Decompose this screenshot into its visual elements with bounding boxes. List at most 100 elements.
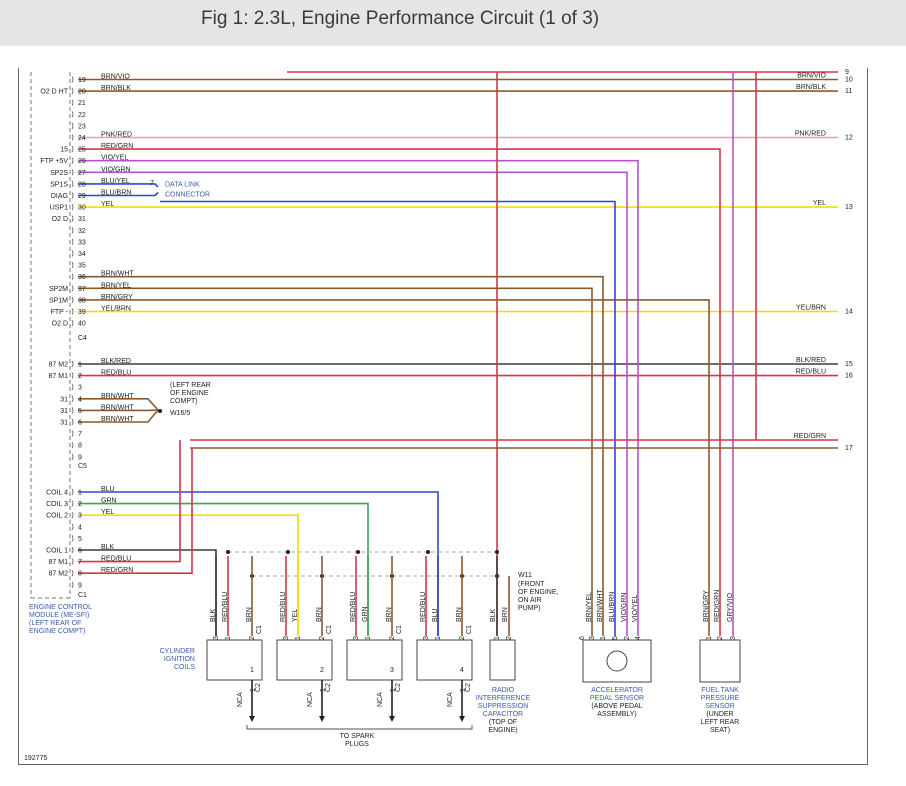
coil-label: IGNITION	[164, 656, 195, 663]
coil-pin: 3	[423, 636, 430, 640]
pin-number: 39	[78, 309, 86, 316]
splice-dot	[286, 550, 290, 554]
pin-number: 6	[78, 420, 82, 427]
coil-pin: 2	[319, 636, 326, 640]
pedal-pin: 5	[612, 636, 619, 640]
edge-ref-number: 15	[845, 361, 853, 368]
wire-blu-pedal	[160, 200, 616, 636]
pin-mark	[71, 169, 74, 176]
pin-number: 38	[78, 297, 86, 304]
edge-wire-code: BRN/VIO	[797, 73, 826, 80]
wire-code: RED/GRN	[101, 143, 133, 150]
pin-mark	[71, 192, 74, 199]
ftp-wire-code: RED/GRN	[714, 590, 721, 622]
pin-mark	[71, 511, 74, 519]
pin-mark	[71, 372, 74, 379]
pin-mark	[71, 395, 74, 403]
spark-arrow	[459, 716, 465, 722]
pin-mark	[71, 285, 74, 292]
ecm-pin-label: SP1S	[50, 181, 68, 188]
wire-code: YEL	[101, 509, 114, 516]
coil-pin: 2	[459, 636, 466, 640]
pin-mark	[71, 535, 74, 542]
pin-mark	[71, 227, 74, 234]
pin-number: 32	[78, 228, 86, 235]
pin-mark	[71, 500, 74, 507]
page-title: Fig 1: 2.3L, Engine Performance Circuit …	[201, 8, 600, 29]
coil-wire-code: RED/BLU	[280, 592, 287, 622]
ftp-wire-code: BRN/GRY	[703, 590, 710, 622]
wire-red-grn	[78, 148, 721, 636]
pedal-location: ASSEMBLY)	[597, 711, 637, 718]
wire-code: BRN/WHT	[101, 271, 134, 278]
coil-wire-code: BRN	[386, 607, 393, 622]
wire-brn-yel	[78, 287, 593, 636]
coil-c2: C2	[465, 683, 472, 692]
ftp-pin: 2	[717, 636, 724, 640]
pin-number: 40	[78, 321, 86, 328]
pedal-pin: 6	[579, 636, 586, 640]
ecm-pin-label: SP2M	[49, 286, 68, 293]
pin-mark	[71, 261, 74, 269]
wire-code: RED/BLU	[101, 370, 131, 377]
coil-body	[206, 639, 263, 681]
ecm-pin-label: 87 M1	[49, 373, 69, 380]
wire-code: VIO/YEL	[101, 155, 128, 162]
pin-mark	[71, 215, 74, 222]
coil-c1: C1	[466, 625, 473, 634]
wire-code: BLU	[101, 486, 115, 493]
edge-ref-number: 14	[845, 309, 853, 316]
w11-location: ON AIR	[518, 597, 542, 604]
wire-brn-wht	[78, 275, 604, 636]
wire-code: BRN/WHT	[101, 393, 134, 400]
cap-wire-code: BLK	[490, 608, 497, 622]
coil-wire-code: BLK	[210, 608, 217, 622]
wire-87m1	[78, 440, 181, 563]
pin-mark	[71, 134, 74, 141]
pin-number: 7	[78, 431, 82, 438]
capacitor-location: (TOP OF	[489, 719, 517, 726]
coil-c2: C2	[395, 683, 402, 692]
coil-c2: C2	[325, 683, 332, 692]
ftp-label: PRESSURE	[701, 695, 740, 702]
pin-number: 33	[78, 239, 86, 246]
wire-code: RED/GRN	[101, 567, 133, 574]
pin-mark	[71, 157, 74, 164]
pin-number: 9	[78, 582, 82, 589]
pedal-gauge	[606, 650, 628, 672]
pin-number: 5	[78, 536, 82, 543]
ground-location: (LEFT REAR	[170, 382, 211, 389]
pin-number: 4	[78, 524, 82, 531]
coil-pin: 3	[283, 636, 290, 640]
nca-pin: 1	[390, 688, 397, 692]
dlc-label: DATA LINK	[165, 181, 200, 188]
edge-ref-number: 16	[845, 373, 853, 380]
coil-body	[346, 639, 403, 681]
ecm-pin-label: FTP +5V	[40, 158, 68, 165]
coil-pin: 2	[249, 636, 256, 640]
coil-pin: 1	[295, 636, 302, 640]
edge-ref-number: 13	[845, 204, 853, 211]
ftp-label: FUEL TANK	[701, 687, 739, 694]
pin-mark	[71, 453, 74, 461]
pin-mark	[71, 111, 74, 118]
coil-label: COILS	[174, 664, 195, 671]
pin-mark	[71, 180, 74, 188]
pin-mark	[71, 238, 74, 246]
wire-87m2	[78, 448, 193, 575]
coil-wire-code: GRN	[362, 606, 369, 622]
edge-wire-code: YEL	[813, 200, 826, 207]
wire-code: BRN/GRY	[101, 294, 133, 301]
ecm-pin-label: O2 D	[52, 216, 68, 223]
spark-bracket	[246, 725, 473, 730]
edge-wire-code: PNK/RED	[795, 131, 826, 138]
pin-number: 30	[78, 205, 86, 212]
edge-ref-number: 10	[845, 77, 853, 84]
wire-code: BRN/BLK	[101, 85, 131, 92]
ftp-pin: 3	[730, 636, 737, 640]
pin-mark	[71, 203, 74, 211]
coil-pin: 3	[353, 636, 360, 640]
cap-pin: 2	[506, 636, 513, 640]
coil-number: 2	[320, 667, 324, 674]
coil-wire-code: BRN	[246, 607, 253, 622]
